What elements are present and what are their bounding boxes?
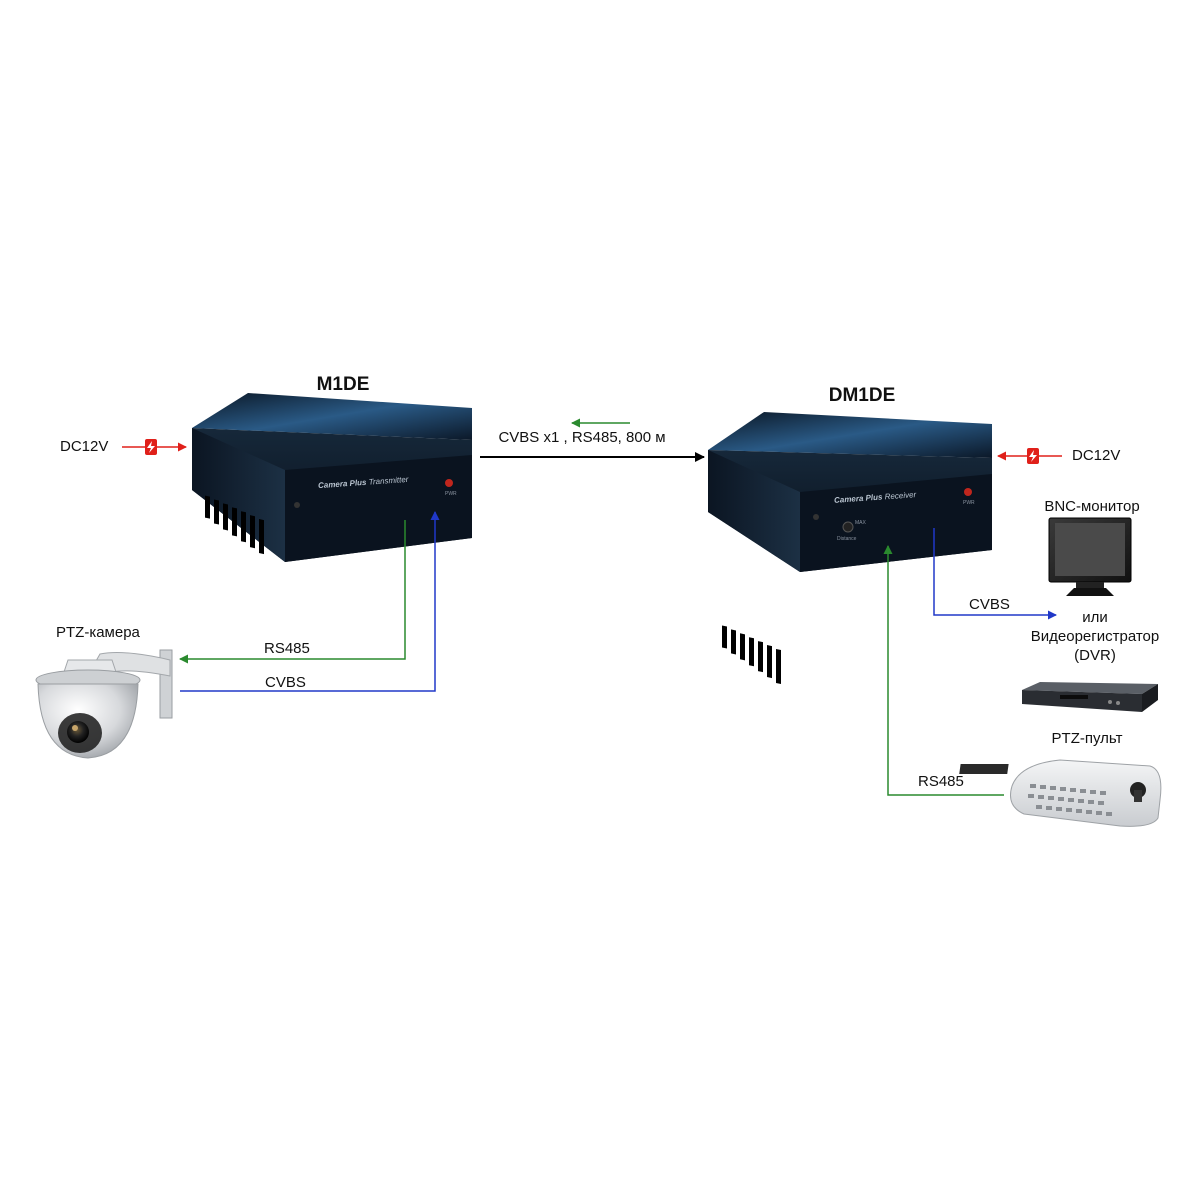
dvr-icon	[1022, 682, 1158, 712]
dvr-label: Видеорегистратор	[1030, 628, 1160, 645]
receiver-knob-sub: Distance	[837, 536, 857, 542]
power-left-bolt-icon	[145, 439, 157, 455]
link-label: CVBS x1 , RS485, 800 м	[498, 429, 666, 446]
camera-cvbs-line	[180, 511, 440, 692]
receiver-led-label: PWR	[963, 500, 975, 506]
transmitter-led-label: PWR	[445, 491, 457, 497]
monitor-cvbs-line	[933, 528, 1057, 620]
keyboard-rs485-line	[883, 545, 1004, 796]
receiver-device	[708, 412, 992, 685]
monitor-cvbs-label: CVBS	[969, 596, 1010, 613]
camera-rs485-line	[179, 520, 406, 664]
monitor-or-label: или	[1082, 609, 1108, 626]
camera-rs485-label: RS485	[264, 640, 310, 657]
transmitter-device	[192, 393, 472, 562]
transmitter-vents	[205, 495, 264, 555]
receiver-distance-knob	[842, 521, 854, 533]
monitor-label: BNC-монитор	[1044, 498, 1140, 515]
power-left-label: DC12V	[60, 438, 109, 455]
receiver-knob-label: MAX	[855, 520, 866, 526]
receiver-screw	[813, 514, 819, 520]
camera-cvbs-label: CVBS	[265, 674, 306, 691]
transmitter-title: M1DE	[316, 374, 370, 395]
power-right-bolt-icon	[1027, 448, 1039, 464]
ptz-keyboard-icon	[959, 759, 1162, 827]
receiver-title: DM1DE	[828, 385, 896, 406]
power-right-label: DC12V	[1072, 447, 1121, 464]
receiver-power-led	[964, 488, 972, 496]
ptz-camera-icon	[35, 649, 173, 759]
camera-label: PTZ-камера	[56, 624, 140, 641]
transmitter-power-led	[445, 479, 453, 487]
receiver-vents	[722, 625, 781, 685]
keyboard-label: PTZ-пульт	[1051, 730, 1123, 747]
dvr-sub-label: (DVR)	[1074, 647, 1116, 664]
keyboard-rs485-label: RS485	[918, 773, 964, 790]
bnc-monitor-icon	[1048, 517, 1132, 596]
transmitter-screw	[294, 502, 300, 508]
